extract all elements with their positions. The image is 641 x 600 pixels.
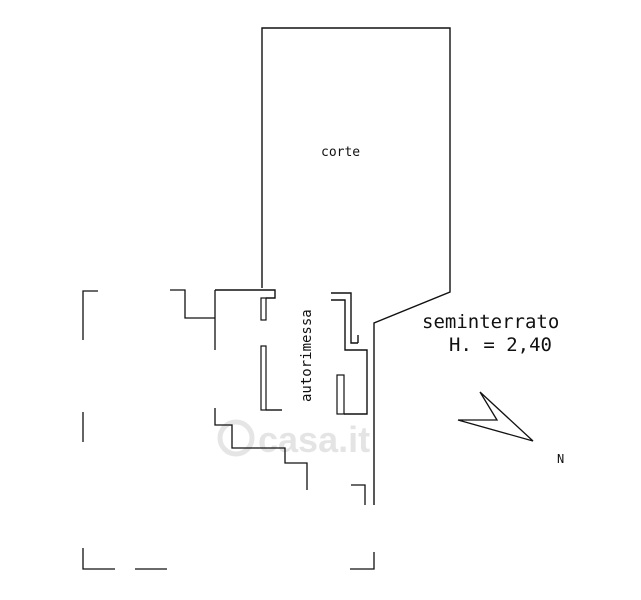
north-arrow-icon <box>457 391 534 442</box>
garage-right-wall <box>331 292 368 415</box>
adjacent-room-walls <box>170 289 366 505</box>
ceiling-height-label: H. = 2,40 <box>449 334 552 356</box>
outer-boundary <box>82 290 375 570</box>
courtyard-label: corte <box>321 145 360 160</box>
courtyard-outline <box>261 27 451 505</box>
north-label: N <box>557 452 564 466</box>
garage-label: autorimessa <box>299 309 315 402</box>
watermark: casa.it <box>217 419 370 460</box>
watermark-text: casa.it <box>258 419 370 460</box>
floor-label: seminterrato <box>422 311 559 333</box>
garage-left-wall <box>214 289 282 411</box>
watermark-logo-icon <box>217 419 255 457</box>
